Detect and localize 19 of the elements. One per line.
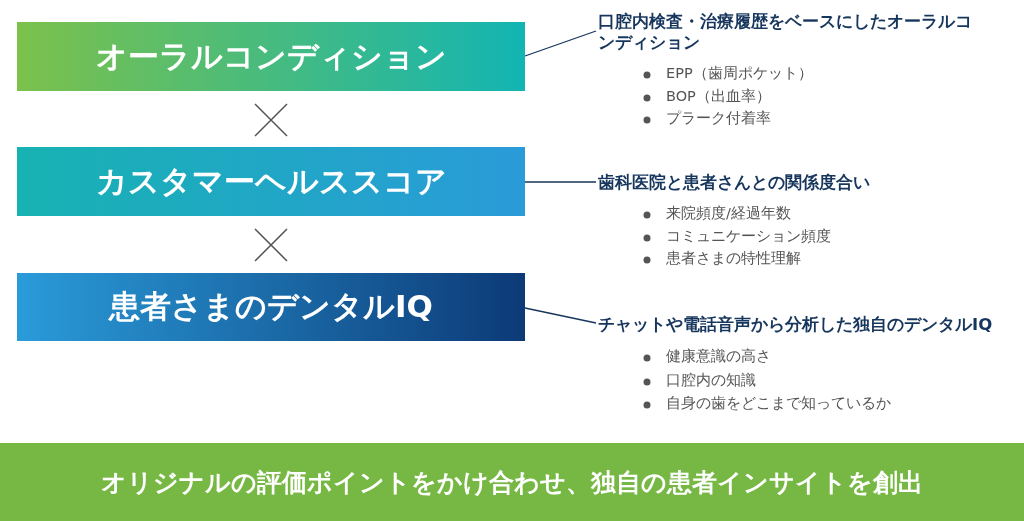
leader-line (524, 30, 597, 57)
bullet-item: 口腔内の知識 (666, 371, 756, 390)
title-box: オーラルコンディション (17, 22, 525, 91)
bullet-item: 自身の歯をどこまで知っているか (666, 394, 891, 413)
title-box: カスタマーヘルススコア (17, 147, 525, 216)
leader-line (524, 181, 597, 183)
heading-text: チャットや電話音声から分析した独自のデンタルIQ (598, 312, 1018, 336)
leader-line (524, 307, 597, 324)
summary-banner: オリジナルの評価ポイントをかけ合わせ、独自の患者インサイトを創出 (0, 443, 1024, 521)
bullet-item: プラーク付着率 (666, 109, 771, 128)
title-box: 患者さまのデンタルIQ (17, 273, 525, 341)
bullet-item: 来院頻度/経過年数 (666, 204, 791, 223)
heading-text: 歯科医院と患者さんとの関係度合い (598, 170, 998, 194)
bullet-item: EPP（歯周ポケット） (666, 64, 813, 83)
heading-text: 口腔内検査・治療履歴をベースにしたオーラルコンディション (598, 10, 976, 54)
bullet-item: BOP（出血率） (666, 87, 771, 106)
bullet-item: 患者さまの特性理解 (666, 249, 801, 268)
bullet-item: コミュニケーション頻度 (666, 227, 831, 246)
bullet-item: 健康意識の高さ (666, 347, 771, 366)
